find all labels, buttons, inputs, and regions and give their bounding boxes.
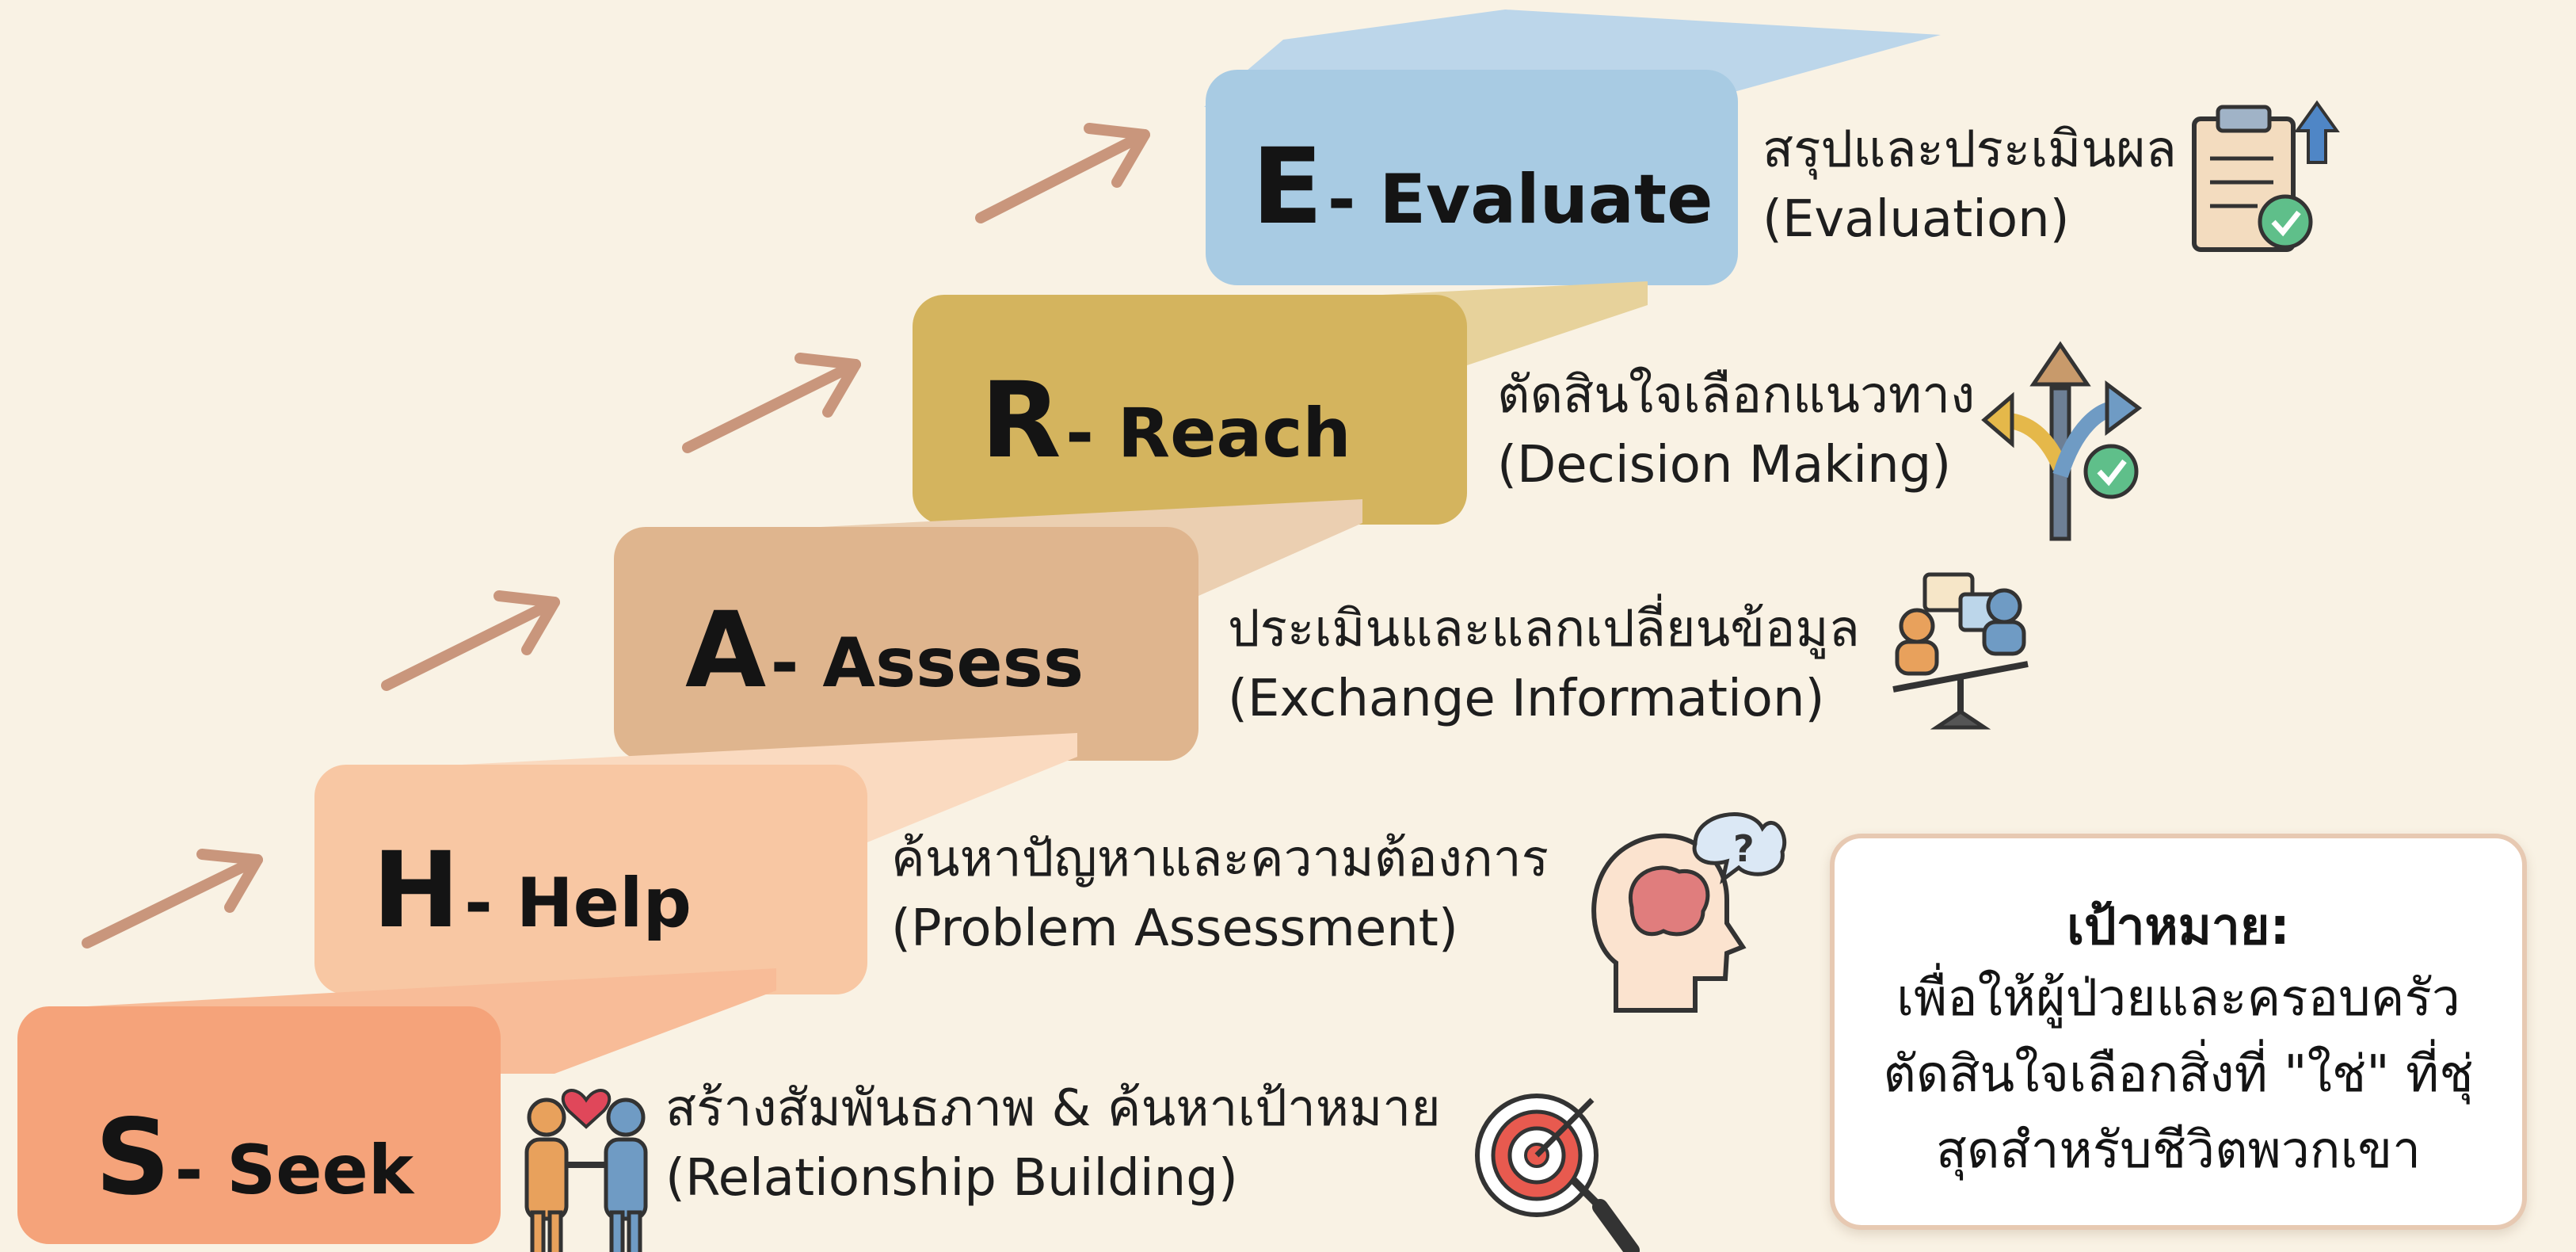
- desc-english: (Relationship Building): [665, 1149, 1238, 1208]
- handshake-heart-icon: [524, 1089, 648, 1252]
- step-r-block: [913, 295, 1467, 525]
- step-desc-seek: สร้างสัมพันธภาพ & ค้นหาเป้าหมาย (Relatio…: [665, 1074, 1441, 1213]
- step-label-assess: A - Assess: [685, 598, 1084, 703]
- desc-thai: สร้างสัมพันธภาพ & ค้นหาเป้าหมาย: [665, 1079, 1441, 1138]
- desc-english: (Exchange Information): [1228, 670, 1825, 728]
- step-h-block: [314, 765, 867, 994]
- desc-english: (Evaluation): [1762, 190, 2070, 249]
- target-magnifier-icon: [1475, 1094, 1640, 1252]
- step-desc-reach: ตัดสินใจเลือกแนวทาง (Decision Making): [1497, 361, 1975, 500]
- desc-thai: ตัดสินใจเลือกแนวทาง: [1497, 366, 1976, 425]
- people-chat-scale-icon: [1892, 572, 2029, 730]
- progress-arrows: [82, 123, 1150, 949]
- goal-box: เป้าหมาย: เพื่อให้ผู้ป่วยและครอบครัว ตัด…: [1830, 834, 2527, 1230]
- step-word-reach: - Reach: [1065, 394, 1351, 473]
- goal-line: เพื่อให้ผู้ป่วยและครอบครัว: [1896, 969, 2460, 1028]
- desc-thai: สรุปและประเมินผล: [1762, 120, 2177, 179]
- arrow-icon: [381, 590, 560, 691]
- step-letter-r: R: [981, 360, 1061, 482]
- step-label-evaluate: E - Evaluate: [1252, 135, 1713, 239]
- arrow-icon: [975, 123, 1150, 223]
- step-label-reach: R - Reach: [981, 368, 1351, 473]
- desc-thai: ค้นหาปัญหาและความต้องการ: [891, 830, 1549, 888]
- split-arrow-icon: [1981, 341, 2143, 541]
- step-letter-e: E: [1252, 126, 1324, 248]
- step-e-block: [1206, 70, 1738, 285]
- step-word-seek: - Seek: [174, 1131, 414, 1210]
- step-word-evaluate: - Evaluate: [1327, 160, 1713, 239]
- brain-question-icon: ?: [1591, 812, 1787, 1013]
- arrow-icon: [82, 849, 263, 949]
- svg-text:?: ?: [1733, 827, 1755, 870]
- step-a-block: [614, 527, 1198, 761]
- step-word-assess: - Assess: [770, 624, 1084, 703]
- desc-thai: ประเมินและแลกเปลี่ยนข้อมูล: [1228, 600, 1860, 658]
- step-letter-a: A: [685, 590, 767, 712]
- step-letter-s: S: [95, 1097, 171, 1219]
- step-label-seek: S - Seek: [95, 1105, 413, 1210]
- desc-english: (Problem Assessment): [891, 899, 1458, 958]
- step-desc-assess: ประเมินและแลกเปลี่ยนข้อมูล (Exchange Inf…: [1228, 594, 1860, 734]
- step-label-help: H - Help: [372, 838, 692, 943]
- goal-line: ตัดสินใจเลือกสิ่งที่ "ใช่" ที่ชุ่: [1883, 1045, 2474, 1104]
- desc-english: (Decision Making): [1497, 436, 1952, 494]
- clipboard-check-icon: [2192, 100, 2340, 252]
- step-desc-evaluate: สรุปและประเมินผล (Evaluation): [1762, 115, 2177, 254]
- arrow-icon: [682, 353, 861, 453]
- step-s-block: [17, 1006, 501, 1244]
- step-word-help: - Help: [464, 864, 692, 943]
- step-letter-h: H: [372, 830, 460, 952]
- step-desc-help: ค้นหาปัญหาและความต้องการ (Problem Assess…: [891, 824, 1549, 964]
- goal-title: เป้าหมาย:: [2067, 898, 2290, 956]
- goal-line: สุดสำหรับชีวิตพวกเขา: [1935, 1121, 2422, 1180]
